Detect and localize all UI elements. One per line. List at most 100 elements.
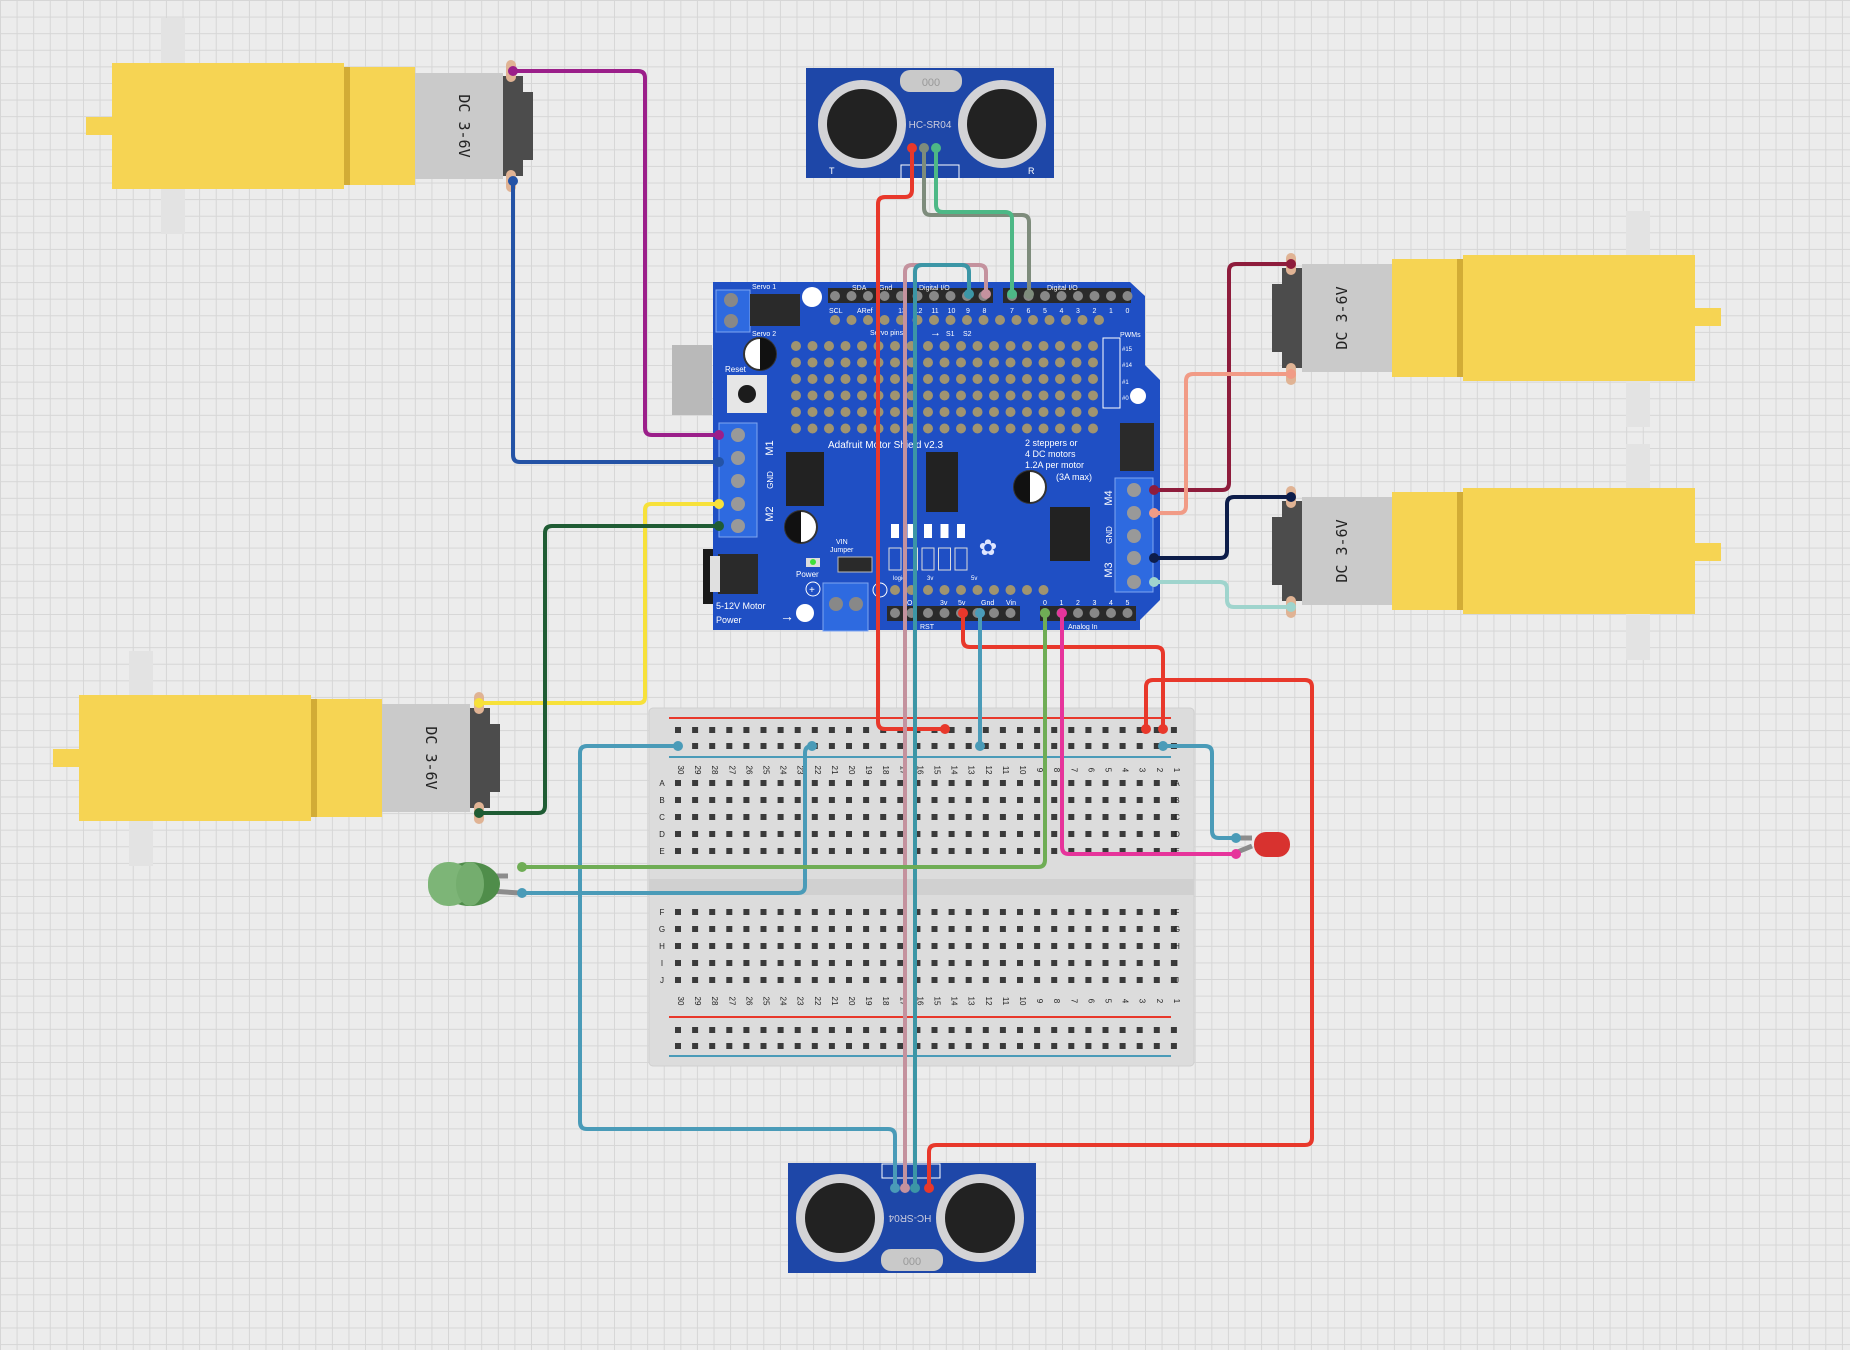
wire-maroon[interactable]: [1152, 262, 1293, 492]
breadboard-hole[interactable]: [1119, 848, 1126, 854]
breadboard-hole[interactable]: [1102, 977, 1109, 983]
breadboard-hole[interactable]: [709, 960, 716, 966]
wire-endpoint[interactable]: [714, 457, 724, 467]
breadboard-hole[interactable]: [811, 1027, 818, 1033]
breadboard-hole[interactable]: [931, 926, 938, 932]
breadboard-hole[interactable]: [1068, 1043, 1075, 1049]
breadboard-hole[interactable]: [982, 743, 989, 749]
breadboard-hole[interactable]: [828, 1027, 835, 1033]
breadboard-hole[interactable]: [743, 977, 750, 983]
breadboard-hole[interactable]: [726, 943, 733, 949]
header-pin[interactable]: [1073, 291, 1083, 301]
wire-green[interactable]: [934, 146, 1014, 296]
wire-endpoint[interactable]: [508, 176, 518, 186]
header-pin[interactable]: [1106, 608, 1116, 618]
breadboard-hole[interactable]: [863, 797, 870, 803]
breadboard-hole[interactable]: [743, 814, 750, 820]
breadboard-hole[interactable]: [675, 848, 681, 854]
breadboard-hole[interactable]: [1034, 848, 1041, 854]
wire-gray[interactable]: [922, 146, 1031, 296]
wire-endpoint[interactable]: [907, 143, 917, 153]
wire-endpoint[interactable]: [517, 862, 527, 872]
breadboard-hole[interactable]: [1051, 797, 1058, 803]
header-pin[interactable]: [989, 608, 999, 618]
breadboard-hole[interactable]: [1102, 797, 1109, 803]
breadboard-hole[interactable]: [692, 831, 699, 837]
wire-endpoint[interactable]: [1007, 289, 1017, 299]
breadboard-hole[interactable]: [1085, 831, 1092, 837]
breadboard-hole[interactable]: [743, 831, 750, 837]
breadboard-hole[interactable]: [811, 977, 818, 983]
breadboard-hole[interactable]: [1068, 1027, 1075, 1033]
breadboard-hole[interactable]: [1102, 943, 1109, 949]
breadboard-hole[interactable]: [1153, 943, 1160, 949]
breadboard-hole[interactable]: [709, 1043, 716, 1049]
breadboard-hole[interactable]: [1170, 1027, 1177, 1033]
header-pin[interactable]: [929, 291, 939, 301]
breadboard-hole[interactable]: [914, 1043, 921, 1049]
breadboard-hole[interactable]: [777, 780, 784, 786]
breadboard-hole[interactable]: [1119, 814, 1126, 820]
breadboard-hole[interactable]: [828, 780, 835, 786]
breadboard-hole[interactable]: [1051, 1043, 1058, 1049]
breadboard-hole[interactable]: [846, 814, 852, 820]
wire-purple[interactable]: [511, 69, 721, 437]
breadboard-hole[interactable]: [1068, 797, 1075, 803]
breadboard-hole[interactable]: [709, 814, 716, 820]
breadboard-hole[interactable]: [828, 977, 835, 983]
breadboard-hole[interactable]: [846, 1043, 852, 1049]
breadboard-hole[interactable]: [1136, 977, 1143, 983]
breadboard-hole[interactable]: [709, 943, 716, 949]
breadboard-hole[interactable]: [1034, 814, 1041, 820]
breadboard-hole[interactable]: [1068, 743, 1075, 749]
breadboard-hole[interactable]: [1136, 848, 1143, 854]
breadboard-hole[interactable]: [675, 909, 681, 915]
breadboard-hole[interactable]: [863, 743, 870, 749]
motor-shield[interactable]: SDA Gnd Digital I/O Digital I/O SCL ARef…: [672, 282, 1160, 632]
breadboard-hole[interactable]: [760, 943, 767, 949]
wire-endpoint[interactable]: [1231, 849, 1241, 859]
breadboard-hole[interactable]: [982, 1027, 989, 1033]
breadboard-hole[interactable]: [863, 727, 870, 733]
breadboard-hole[interactable]: [1034, 977, 1041, 983]
breadboard-hole[interactable]: [1085, 977, 1092, 983]
motor-top-left[interactable]: DC 3-6V: [86, 18, 533, 234]
breadboard-hole[interactable]: [1085, 814, 1092, 820]
wire-endpoint[interactable]: [964, 289, 974, 299]
wire-red[interactable]: [876, 146, 947, 731]
header-pin[interactable]: [923, 608, 933, 618]
breadboard-hole[interactable]: [982, 797, 989, 803]
breadboard-hole[interactable]: [1034, 960, 1041, 966]
breadboard-hole[interactable]: [743, 780, 750, 786]
breadboard-hole[interactable]: [1017, 909, 1023, 915]
breadboard-hole[interactable]: [709, 780, 716, 786]
breadboard-hole[interactable]: [794, 743, 801, 749]
breadboard-hole[interactable]: [880, 960, 887, 966]
breadboard-hole[interactable]: [1017, 814, 1023, 820]
breadboard-hole[interactable]: [828, 943, 835, 949]
breadboard-hole[interactable]: [675, 960, 681, 966]
breadboard-hole[interactable]: [692, 848, 699, 854]
breadboard-hole[interactable]: [897, 797, 904, 803]
breadboard-hole[interactable]: [709, 727, 716, 733]
breadboard-hole[interactable]: [982, 977, 989, 983]
breadboard-hole[interactable]: [846, 926, 852, 932]
wire-endpoint[interactable]: [508, 66, 518, 76]
breadboard-hole[interactable]: [760, 727, 767, 733]
breadboard-hole[interactable]: [1102, 909, 1109, 915]
breadboard-hole[interactable]: [1170, 960, 1177, 966]
wire-endpoint[interactable]: [1286, 492, 1296, 502]
wire-endpoint[interactable]: [1286, 369, 1296, 379]
breadboard-hole[interactable]: [897, 960, 904, 966]
wire-red-rail[interactable]: [927, 678, 1314, 1190]
breadboard-hole[interactable]: [675, 926, 681, 932]
wire-yellow[interactable]: [477, 502, 721, 705]
breadboard-hole[interactable]: [1136, 943, 1143, 949]
breadboard-hole[interactable]: [1034, 943, 1041, 949]
breadboard-hole[interactable]: [777, 977, 784, 983]
breadboard-hole[interactable]: [811, 780, 818, 786]
breadboard-hole[interactable]: [965, 1043, 972, 1049]
breadboard-hole[interactable]: [982, 780, 989, 786]
breadboard-hole[interactable]: [863, 943, 870, 949]
motor-top-right[interactable]: DC 3-6V: [1272, 211, 1721, 427]
